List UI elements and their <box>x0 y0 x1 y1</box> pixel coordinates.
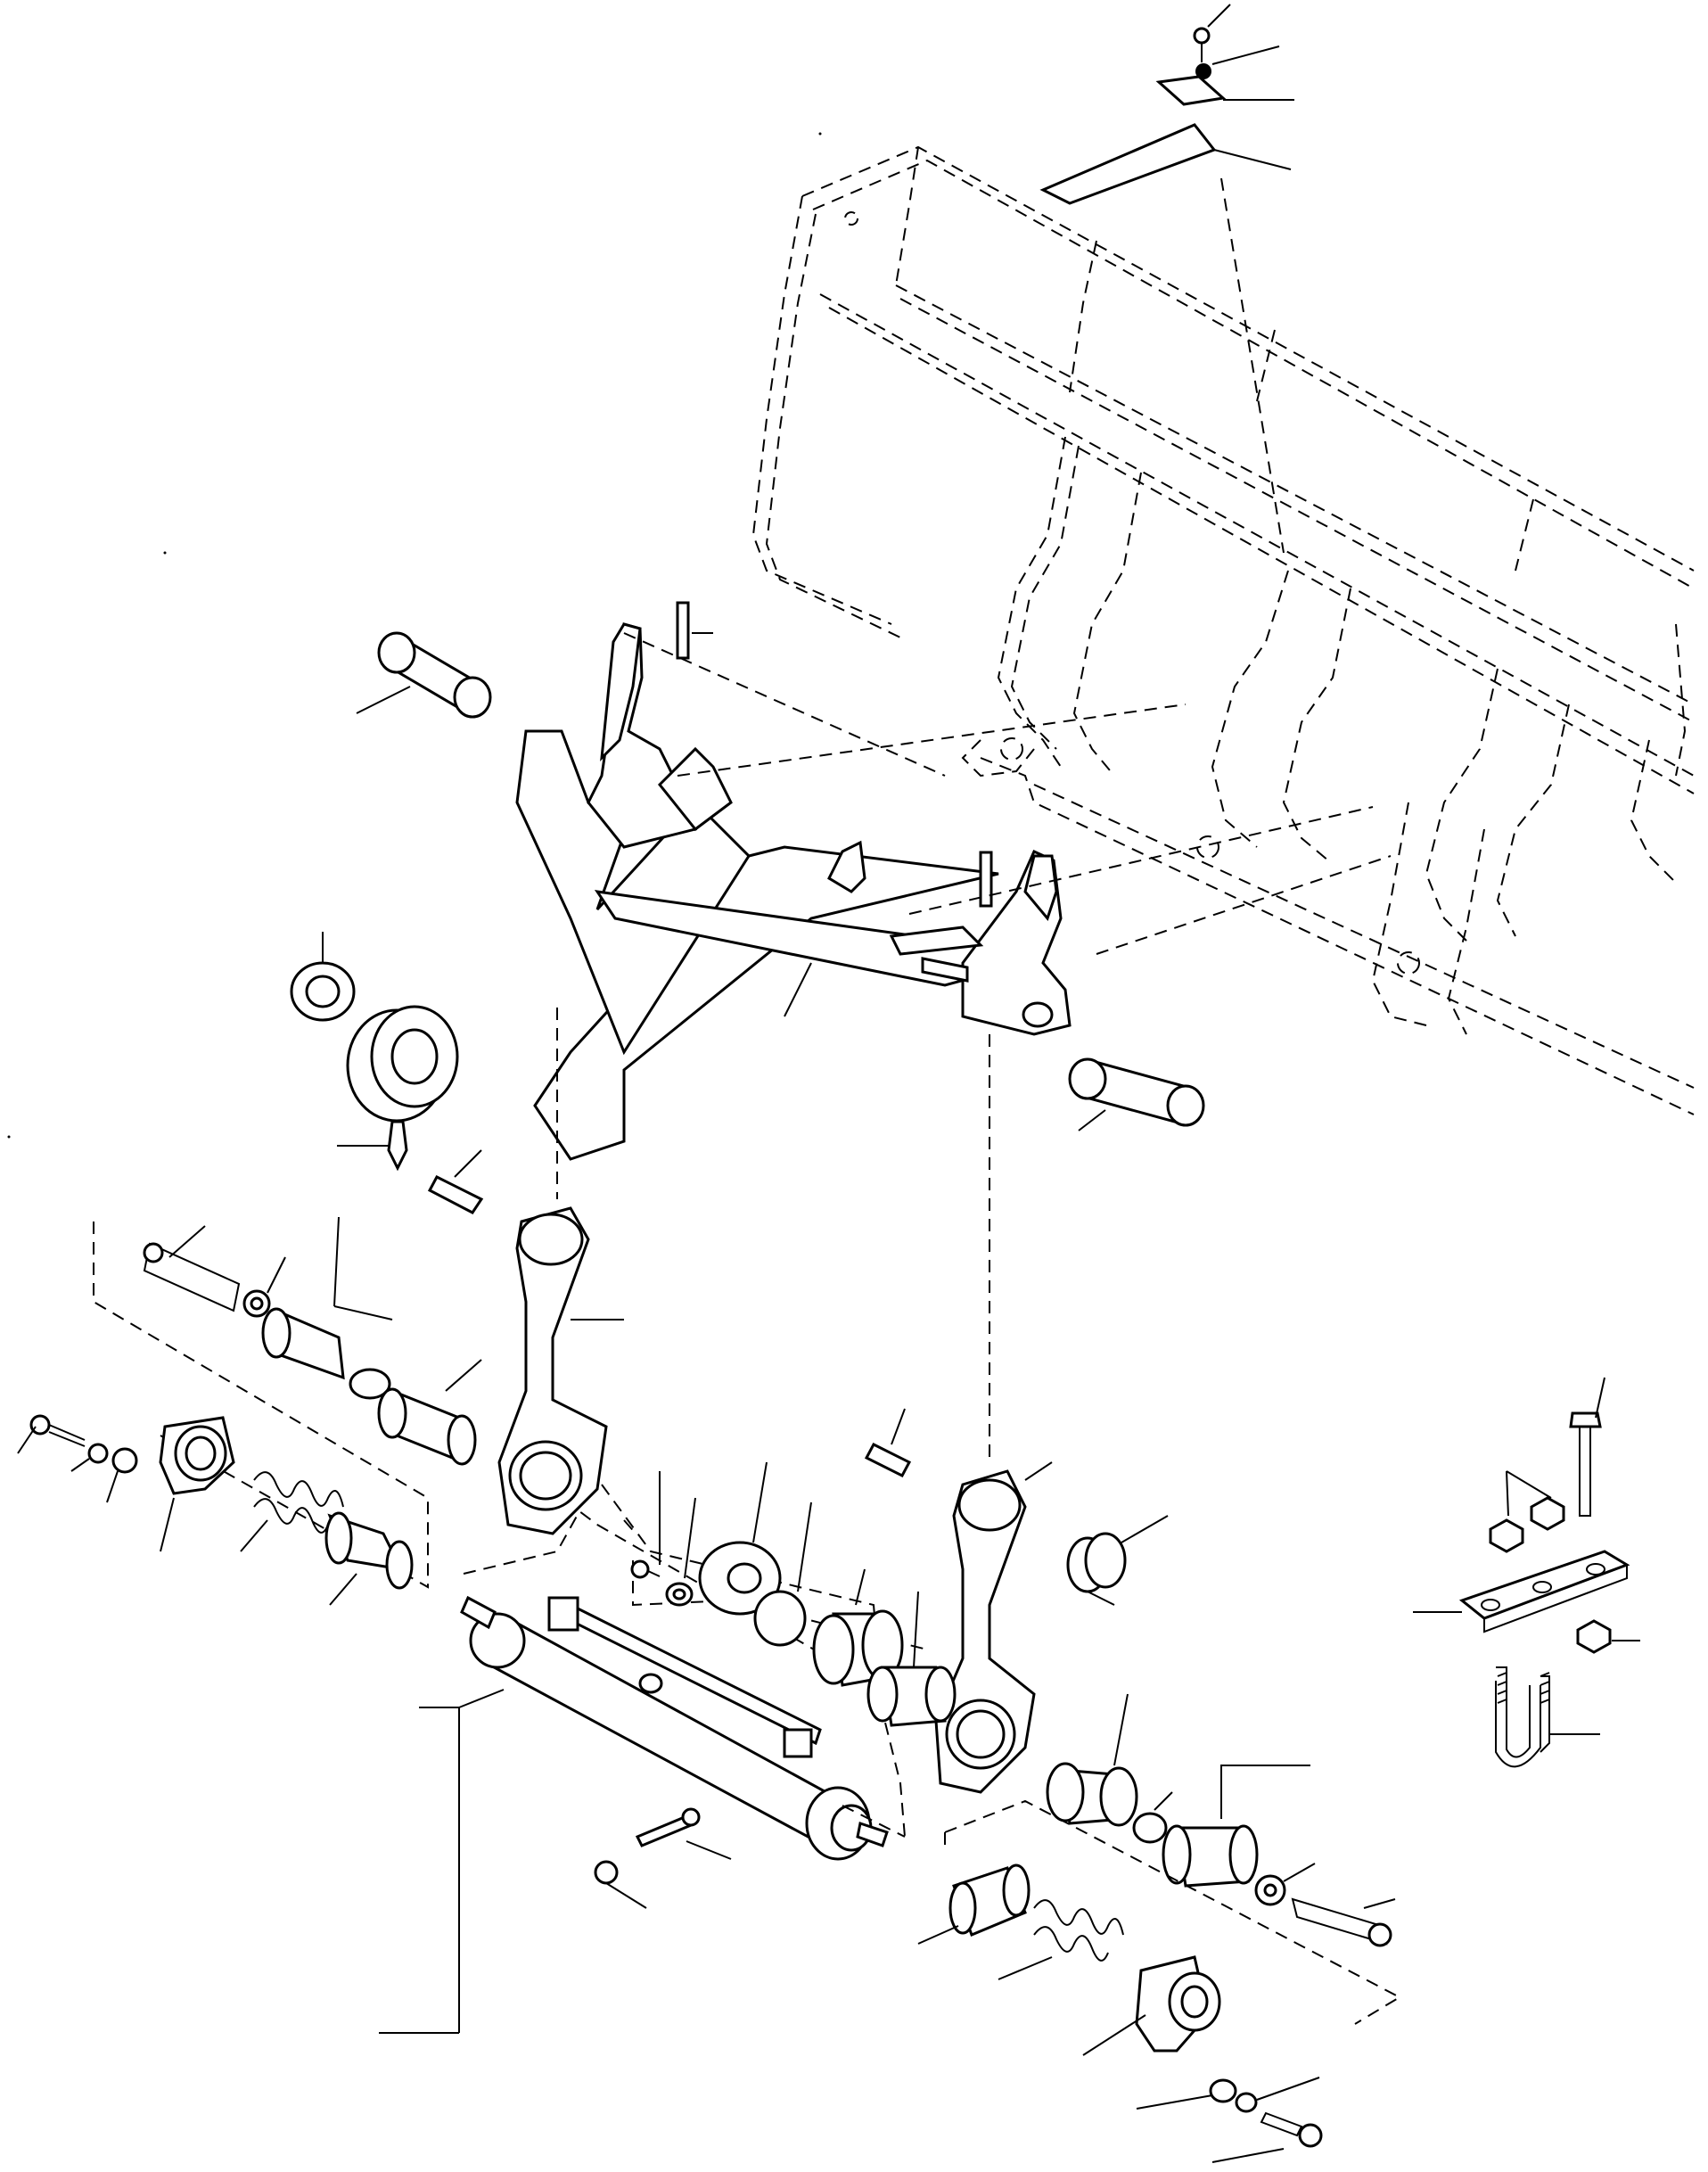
left-spring-assembly <box>17 1216 482 1606</box>
right-spring-assembly <box>917 1693 1402 2163</box>
right-link-arm <box>934 1461 1053 1794</box>
tilt-cylinder <box>379 1484 906 2034</box>
left-link-arm <box>497 1206 624 1535</box>
roll-pins <box>676 601 993 908</box>
frame-pin-right <box>1068 1057 1205 1131</box>
upper-clip-assembly <box>1039 4 1294 554</box>
blade-pivot-frame <box>346 622 1072 1161</box>
grease-fittings <box>337 1120 912 1477</box>
alignment-lines <box>556 632 1392 1462</box>
frame-pin-left <box>356 631 492 719</box>
right-mid-stack <box>623 1461 957 1727</box>
u-bolt-clamp-assembly <box>1413 1377 1640 1768</box>
blade-ghost-outline <box>751 145 1695 1115</box>
split-bushings <box>290 932 1169 1606</box>
stray-marks <box>7 132 822 1139</box>
